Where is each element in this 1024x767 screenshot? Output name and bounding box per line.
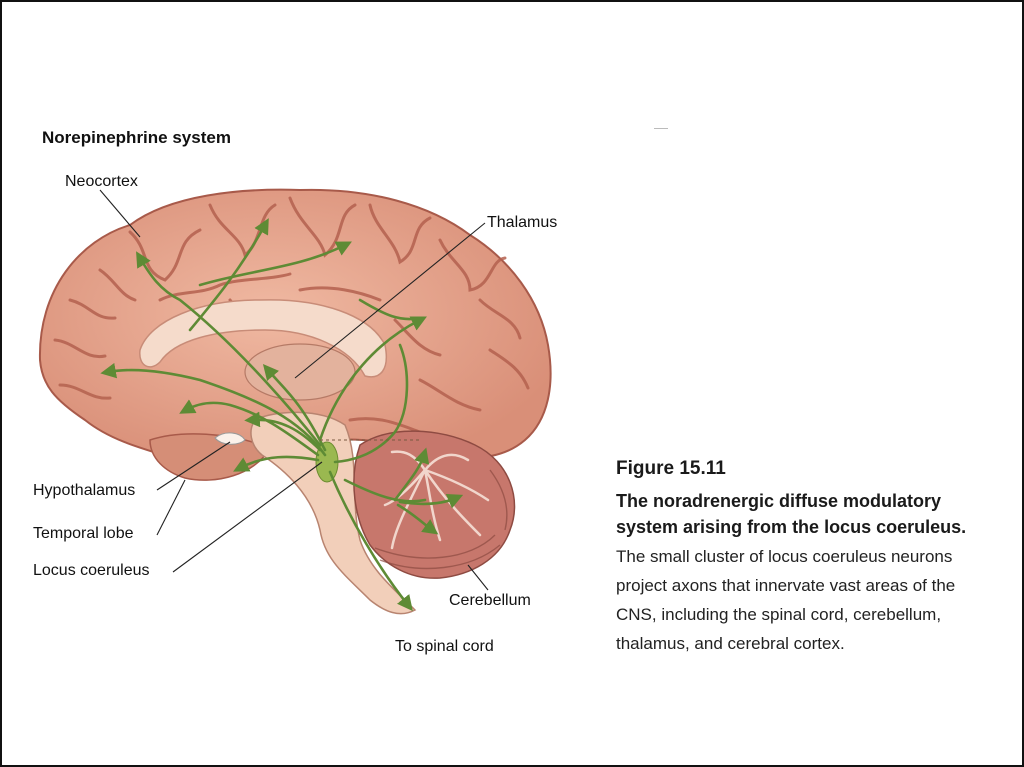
figure-bold-title: The noradrenergic diffuse modulatory sys… [616, 491, 967, 537]
label-hypothalamus: Hypothalamus [33, 482, 136, 499]
label-locus-coeruleus: Locus coeruleus [33, 562, 150, 579]
figure-caption: Figure 15.11 The noradrenergic diffuse m… [616, 458, 1000, 658]
scan-mark [654, 128, 668, 129]
diagram-title: Norepinephrine system [42, 128, 231, 147]
label-neocortex: Neocortex [65, 173, 138, 190]
optic-chiasm [214, 432, 246, 445]
thalamus-region [244, 343, 356, 401]
label-spinal-cord: To spinal cord [395, 638, 494, 655]
brainstem [250, 411, 417, 615]
figure-body-text: The small cluster of locus coeruleus neu… [616, 547, 956, 653]
leader-lines [99, 189, 489, 591]
cerebellum-outer-folds [374, 469, 508, 570]
label-temporal-lobe: Temporal lobe [33, 525, 134, 542]
figure-number: Figure 15.11 [616, 458, 726, 479]
label-cerebellum: Cerebellum [449, 592, 531, 609]
label-thalamus: Thalamus [487, 214, 558, 231]
noradrenergic-pathways [100, 218, 464, 612]
